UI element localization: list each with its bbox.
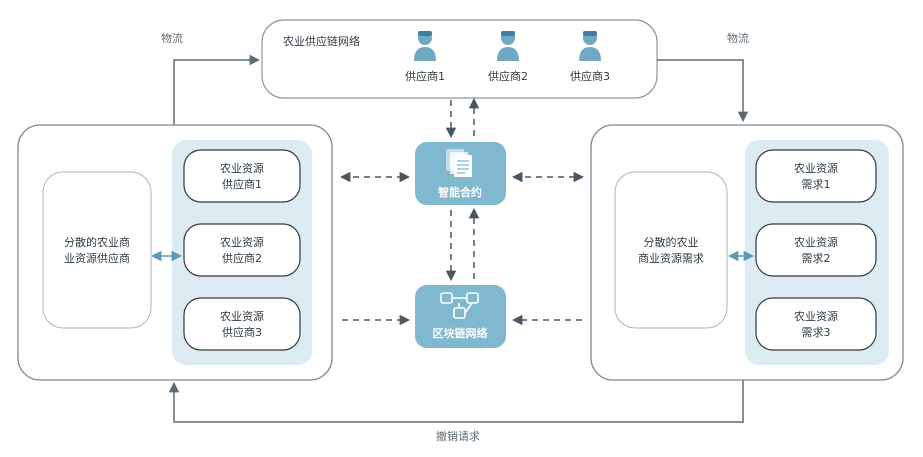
right-item-subtitle: 需求1 [802,178,831,191]
right-scattered-label: 分散的农业 [644,235,699,249]
right-item-title: 农业资源 [794,235,838,249]
left-item-title: 农业资源 [220,235,264,249]
right-item-subtitle: 需求2 [802,252,831,265]
left-item-title: 农业资源 [220,309,264,323]
smart-contract-node: 智能合约 [415,142,506,205]
supply-network-title: 农业供应链网络 [283,34,360,48]
right-item-title: 农业资源 [794,309,838,323]
left-panel: 分散的农业商 业资源供应商 农业资源 供应商1 农业资源 供应商2 农业资源 供… [17,124,333,381]
supplier-label: 供应商1 [405,69,445,83]
blockchain-label: 区块链网络 [433,326,488,340]
left-item-subtitle: 供应商1 [222,177,262,191]
left-item-subtitle: 供应商3 [222,325,262,339]
smart-contract-label: 智能合约 [438,185,482,199]
document-stack-icon [446,149,472,177]
cancel-request-flow: 撤销请求 [168,380,744,443]
supplier-person-icon [414,31,436,61]
right-scattered-label: 商业资源需求 [638,251,704,265]
supplier-label: 供应商2 [488,69,528,83]
right-panel: 分散的农业 商业资源需求 农业资源 需求1 农业资源 需求2 农业资源 需求3 [590,124,904,381]
logistics-flow-left: 物流 [161,31,261,125]
dashed-connectors [339,97,585,326]
cancel-request-label: 撤销请求 [436,429,480,443]
supplier-person-icon [579,31,601,61]
left-item-title: 农业资源 [220,161,264,175]
supply-network-box: 农业供应链网络 供应商1 供应商2 供应商3 [261,19,658,99]
right-item-title: 农业资源 [794,161,838,175]
logistics-label-left: 物流 [161,31,183,45]
left-item-subtitle: 供应商2 [222,251,262,265]
right-item-subtitle: 需求3 [802,326,831,339]
supplier-person-icon [497,31,519,61]
logistics-label-right: 物流 [727,31,749,45]
left-scattered-label: 业资源供应商 [64,251,130,265]
supplier-label: 供应商3 [570,69,610,83]
logistics-flow-right: 物流 [657,31,749,123]
network-nodes-icon [440,292,479,319]
left-scattered-label: 分散的农业商 [64,235,130,249]
blockchain-node: 区块链网络 [415,285,506,348]
